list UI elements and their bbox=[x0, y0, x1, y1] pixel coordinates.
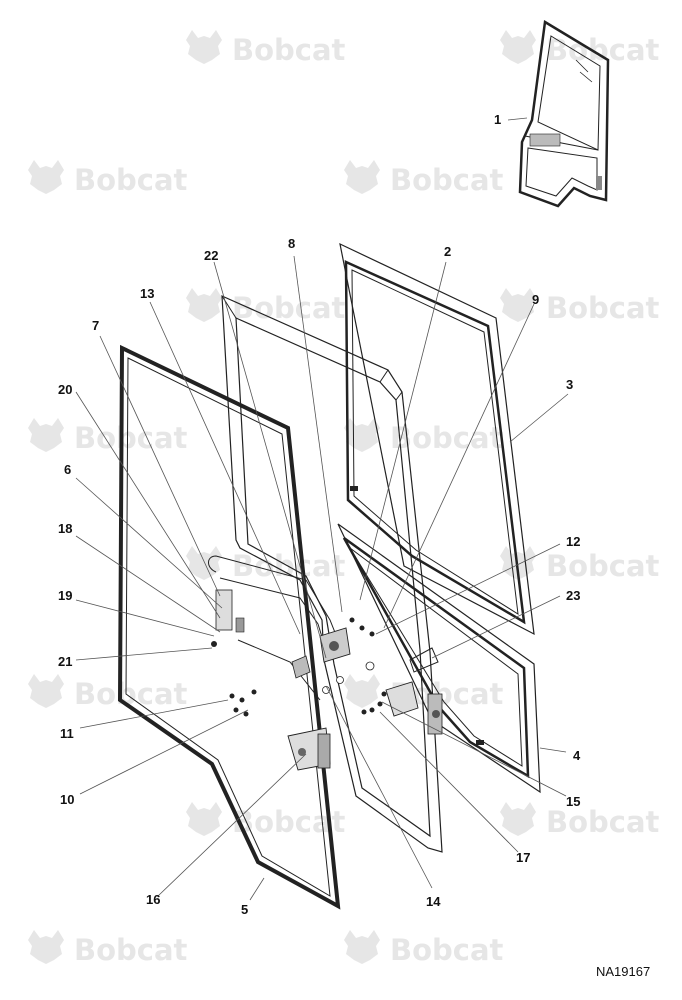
watermark-text: Bobcat bbox=[390, 163, 504, 197]
watermark: Bobcat bbox=[186, 30, 346, 67]
bobcat-logo-icon bbox=[500, 802, 536, 836]
bobcat-logo-icon bbox=[344, 674, 380, 708]
callout-10: 10 bbox=[60, 792, 74, 807]
watermark-text: Bobcat bbox=[546, 805, 660, 839]
bobcat-logo-icon bbox=[500, 288, 536, 322]
latch-bracket bbox=[215, 589, 233, 631]
watermark-text: Bobcat bbox=[232, 33, 346, 67]
watermark: Bobcat bbox=[344, 418, 504, 455]
drawing-reference-number: NA19167 bbox=[596, 964, 650, 979]
watermark: Bobcat bbox=[28, 674, 188, 711]
bobcat-logo-icon bbox=[344, 160, 380, 194]
bobcat-logo-icon bbox=[28, 160, 64, 194]
bobcat-logo-icon bbox=[186, 288, 222, 322]
watermark-layer: Bobcat Bobcat Bobcat Bobcat Bobcat Bobca… bbox=[28, 30, 660, 967]
callout-11: 11 bbox=[60, 726, 74, 741]
watermark-text: Bobcat bbox=[390, 933, 504, 967]
callout-16: 16 bbox=[146, 892, 160, 907]
striker-plate bbox=[291, 655, 311, 679]
watermark: Bobcat bbox=[28, 930, 188, 967]
lower-glass bbox=[337, 523, 541, 794]
callout-21: 21 bbox=[58, 654, 72, 669]
watermark: Bobcat bbox=[500, 288, 660, 325]
watermark: Bobcat bbox=[28, 418, 188, 455]
watermark: Bobcat bbox=[186, 802, 346, 839]
callout-4: 4 bbox=[573, 748, 581, 763]
bobcat-logo-icon bbox=[186, 546, 222, 580]
watermark: Bobcat bbox=[28, 160, 188, 197]
callout-7: 7 bbox=[92, 318, 99, 333]
watermark-text: Bobcat bbox=[546, 33, 660, 67]
watermark-text: Bobcat bbox=[74, 163, 188, 197]
door-hardware bbox=[211, 589, 443, 771]
watermark-text: Bobcat bbox=[74, 421, 188, 455]
callout-1: 1 bbox=[494, 112, 501, 127]
callout-19: 19 bbox=[58, 588, 72, 603]
callout-20: 20 bbox=[58, 382, 72, 397]
callout-15: 15 bbox=[566, 794, 580, 809]
watermark: Bobcat bbox=[186, 288, 346, 325]
bobcat-logo-icon bbox=[344, 930, 380, 964]
leader-lines bbox=[75, 117, 569, 901]
callout-23: 23 bbox=[566, 588, 580, 603]
upper-hinge bbox=[385, 681, 419, 717]
watermark: Bobcat bbox=[186, 546, 346, 583]
watermark-text: Bobcat bbox=[74, 933, 188, 967]
bobcat-logo-icon bbox=[28, 930, 64, 964]
watermark-text: Bobcat bbox=[546, 549, 660, 583]
bobcat-logo-icon bbox=[186, 802, 222, 836]
outer-glass-seal bbox=[117, 344, 341, 910]
callout-6: 6 bbox=[64, 462, 71, 477]
assembled-door bbox=[518, 19, 610, 208]
callout-17: 17 bbox=[516, 850, 530, 865]
callout-13: 13 bbox=[140, 286, 154, 301]
callout-5: 5 bbox=[241, 902, 248, 917]
callout-9: 9 bbox=[532, 292, 539, 307]
bobcat-logo-icon bbox=[186, 30, 222, 64]
callout-3: 3 bbox=[566, 377, 573, 392]
watermark: Bobcat bbox=[344, 160, 504, 197]
bobcat-logo-icon bbox=[500, 30, 536, 64]
callout-2: 2 bbox=[444, 244, 451, 259]
callout-12: 12 bbox=[566, 534, 580, 549]
watermark-text: Bobcat bbox=[546, 291, 660, 325]
watermark: Bobcat bbox=[500, 546, 660, 583]
watermark: Bobcat bbox=[500, 30, 660, 67]
watermark-text: Bobcat bbox=[390, 421, 504, 455]
callout-14: 14 bbox=[426, 894, 441, 909]
callout-18: 18 bbox=[58, 521, 72, 536]
callout-22: 22 bbox=[204, 248, 218, 263]
watermark-text: Bobcat bbox=[232, 291, 346, 325]
callout-8: 8 bbox=[288, 236, 295, 251]
watermark: Bobcat bbox=[344, 930, 504, 967]
bobcat-logo-icon bbox=[28, 418, 64, 452]
bobcat-logo-icon bbox=[28, 674, 64, 708]
bobcat-logo-icon bbox=[344, 418, 380, 452]
callout-labels: 1 2 3 4 5 6 7 8 9 10 11 12 13 14 15 16 1… bbox=[58, 112, 581, 917]
watermark: Bobcat bbox=[500, 802, 660, 839]
